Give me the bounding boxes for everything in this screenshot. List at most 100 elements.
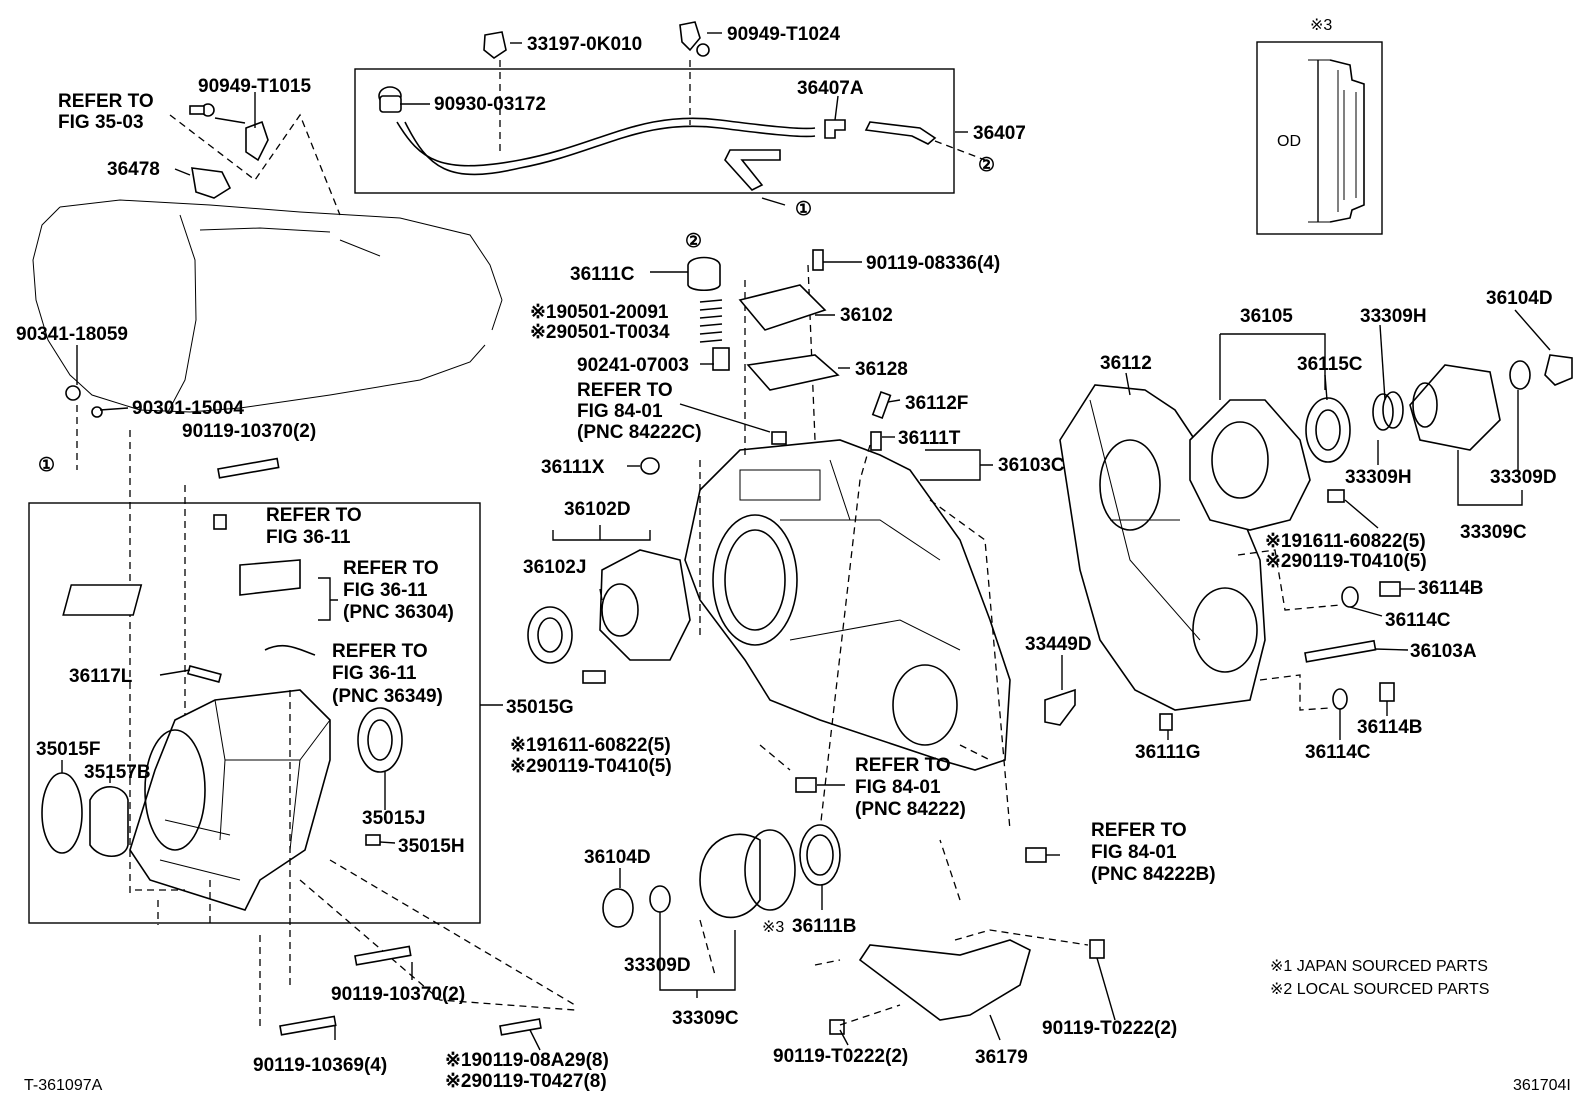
label-36111b: 36111B bbox=[792, 916, 856, 937]
label-36111c: 36111C bbox=[570, 264, 635, 285]
label-33449d: 33449D bbox=[1025, 634, 1092, 655]
label-refer-84-01-b-1: REFER TO bbox=[1091, 820, 1187, 841]
legend-japan-sourced: ※1 JAPAN SOURCED PARTS bbox=[1270, 958, 1488, 975]
label-36103c: 36103C bbox=[998, 455, 1065, 476]
label-90119-10369: 90119-10369(4) bbox=[253, 1055, 387, 1076]
label-36102: 36102 bbox=[840, 305, 893, 326]
case-cover-36112 bbox=[1059, 384, 1266, 711]
breather-hose-group-box bbox=[354, 68, 955, 194]
extension-housing-group-box bbox=[28, 502, 481, 924]
label-36478: 36478 bbox=[107, 159, 160, 180]
label-36114b-bot: 36114B bbox=[1357, 717, 1423, 738]
label-33309h-mid: 33309H bbox=[1345, 467, 1412, 488]
label-refer-84-01-a-3: (PNC 84222) bbox=[855, 799, 966, 820]
label-refer-36-11-a-1: REFER TO bbox=[266, 505, 362, 526]
label-90119-08336: 90119-08336(4) bbox=[866, 253, 1000, 274]
breather-hose-parts bbox=[378, 21, 937, 191]
label-35015j: 35015J bbox=[362, 808, 425, 829]
label-36104d-bot: 36104D bbox=[584, 847, 651, 868]
figure-id: T-361097A bbox=[24, 1077, 103, 1094]
label-90341-18059: 90341-18059 bbox=[16, 324, 128, 345]
label-33197-0k010: 33197-0K010 bbox=[527, 34, 642, 55]
label-90301-15004: 90301-15004 bbox=[132, 398, 244, 419]
callout-labels: 33197-0K010 90949-T1024 90949-T1015 REFE… bbox=[16, 24, 1557, 1092]
mark-1-left: ① bbox=[38, 455, 55, 476]
label-36128: 36128 bbox=[855, 359, 908, 380]
label-36112: 36112 bbox=[1100, 353, 1152, 374]
label-36114c-bot: 36114C bbox=[1305, 742, 1371, 763]
label-refer-84-01-a-2: FIG 84-01 bbox=[855, 777, 941, 798]
label-36407: 36407 bbox=[973, 123, 1026, 144]
label-36117l: 36117L bbox=[69, 666, 133, 687]
label-33309d-top: 33309D bbox=[1490, 467, 1557, 488]
label-refer-36-11-a-2: FIG 36-11 bbox=[266, 527, 351, 548]
extension-housing-35015g bbox=[62, 559, 331, 911]
label-refer-84-01-c-3: (PNC 84222C) bbox=[577, 422, 702, 443]
label-33309d-bot: 33309D bbox=[624, 955, 691, 976]
transmission-case-outline bbox=[32, 199, 503, 413]
legend-local-sourced: ※2 LOCAL SOURCED PARTS bbox=[1270, 981, 1489, 998]
inset-od-label: OD bbox=[1277, 133, 1301, 150]
label-33309h-top: 33309H bbox=[1360, 306, 1427, 327]
label-refer-84-01-b-3: (PNC 84222B) bbox=[1091, 864, 1216, 885]
label-refer-36-11-b-3: (PNC 36304) bbox=[343, 602, 454, 623]
label-36105: 36105 bbox=[1240, 306, 1293, 327]
label-refer-35-03-b: FIG 35-03 bbox=[58, 112, 144, 133]
label-35157b: 35157B bbox=[84, 762, 151, 783]
label-36111x: 36111X bbox=[541, 457, 605, 478]
label-refer-35-03-a: REFER TO bbox=[58, 91, 154, 112]
label-90119-t0222-right: 90119-T0222(2) bbox=[1042, 1018, 1177, 1039]
label-36114c-top: 36114C bbox=[1385, 610, 1451, 631]
label-91611-top: ※191611-60822(5) bbox=[1265, 531, 1426, 552]
label-90949-t1015: 90949-T1015 bbox=[198, 76, 311, 97]
label-90119-t0410-mid: ※290119-T0410(5) bbox=[510, 756, 672, 777]
label-36407a: 36407A bbox=[797, 78, 864, 99]
bracket-36478 bbox=[189, 103, 269, 199]
label-90930-03172: 90930-03172 bbox=[434, 94, 546, 115]
label-36179: 36179 bbox=[975, 1047, 1028, 1068]
label-36111t: 36111T bbox=[898, 428, 961, 449]
label-36112f: 36112F bbox=[905, 393, 968, 414]
leader-lines bbox=[61, 32, 1551, 1051]
label-90119-t0410-top: ※290119-T0410(5) bbox=[1265, 551, 1427, 572]
transfer-case-36103c bbox=[684, 439, 1011, 771]
label-35015h: 35015H bbox=[398, 836, 465, 857]
label-35015f: 35015F bbox=[36, 739, 100, 760]
label-90119-10370-bot: 90119-10370(2) bbox=[331, 984, 465, 1005]
label-refer-84-01-a-1: REFER TO bbox=[855, 755, 951, 776]
label-33309c-top: 33309C bbox=[1460, 522, 1527, 543]
label-36114b-top: 36114B bbox=[1418, 578, 1484, 599]
label-90501-t0034: ※290501-T0034 bbox=[530, 322, 670, 343]
label-refer-84-01-b-2: FIG 84-01 bbox=[1091, 842, 1177, 863]
label-refer-84-01-c-2: FIG 84-01 bbox=[577, 401, 663, 422]
label-36103a: 36103A bbox=[1410, 641, 1477, 662]
oil-seal-od-inset-box bbox=[1256, 41, 1383, 235]
label-36102j: 36102J bbox=[523, 557, 586, 578]
label-36111g: 36111G bbox=[1135, 742, 1201, 763]
label-90501-20091: ※190501-20091 bbox=[530, 302, 669, 323]
label-90241-07003: 90241-07003 bbox=[577, 355, 689, 376]
label-36115c: 36115C bbox=[1297, 354, 1363, 375]
label-90119-10370-top: 90119-10370(2) bbox=[182, 421, 316, 442]
label-90119-08a29: ※190119-08A29(8) bbox=[445, 1050, 609, 1071]
label-refer-36-11-c-2: FIG 36-11 bbox=[332, 663, 417, 684]
inset-note: ※3 bbox=[1310, 17, 1332, 34]
label-90119-t0222-left: 90119-T0222(2) bbox=[773, 1046, 908, 1067]
label-36104d-top: 36104D bbox=[1486, 288, 1553, 309]
label-90119-t0427: ※290119-T0427(8) bbox=[445, 1071, 607, 1092]
label-36102d: 36102D bbox=[564, 499, 631, 520]
label-refer-36-11-b-2: FIG 36-11 bbox=[343, 580, 428, 601]
label-90949-t1024: 90949-T1024 bbox=[727, 24, 840, 45]
label-91611-mid: ※191611-60822(5) bbox=[510, 735, 671, 756]
label-refer-84-01-c-1: REFER TO bbox=[577, 380, 673, 401]
label-36111b-note: ※3 bbox=[762, 919, 784, 936]
label-33309c-bot: 33309C bbox=[672, 1008, 739, 1029]
label-35015g: 35015G bbox=[506, 697, 574, 718]
label-refer-36-11-c-1: REFER TO bbox=[332, 641, 428, 662]
oil-seal-inset-drawing bbox=[1308, 59, 1365, 223]
label-refer-36-11-c-3: (PNC 36349) bbox=[332, 686, 443, 707]
mark-2-top: ② bbox=[978, 155, 995, 176]
label-refer-36-11-b-1: REFER TO bbox=[343, 558, 439, 579]
figure-code: 361704I bbox=[1513, 1077, 1571, 1094]
